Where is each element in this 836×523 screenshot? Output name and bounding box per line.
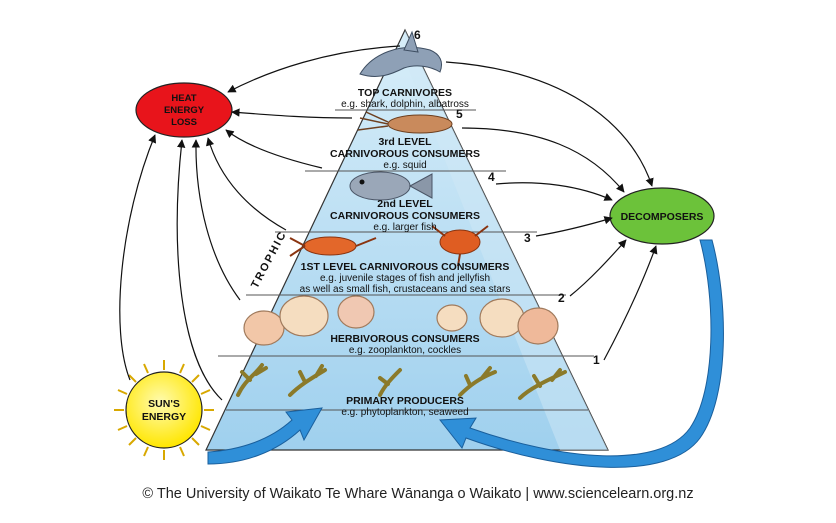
svg-text:e.g. squid: e.g. squid — [383, 160, 426, 171]
level-5-label: 3rd LEVEL CARNIVOROUS CONSUMERS e.g. squ… — [330, 136, 480, 171]
level-number-1: 1 — [593, 353, 600, 367]
svg-text:ENERGY: ENERGY — [142, 411, 186, 423]
svg-text:ENERGY: ENERGY — [164, 105, 205, 116]
level-example: e.g. shark, dolphin, albatross — [341, 99, 469, 110]
level-1-label: PRIMARY PRODUCERS e.g. phytoplankton, se… — [341, 395, 468, 418]
dolphin-illustration — [359, 30, 443, 77]
svg-text:2nd LEVEL: 2nd LEVEL — [377, 198, 433, 210]
cockle-shells-illustration — [243, 295, 559, 346]
level-number-2: 2 — [558, 291, 565, 305]
svg-text:PRIMARY PRODUCERS: PRIMARY PRODUCERS — [346, 395, 464, 407]
level-number-3: 3 — [524, 231, 531, 245]
svg-text:SUN'S: SUN'S — [148, 398, 180, 410]
energy-return-arrows — [207, 239, 724, 468]
level-number-5: 5 — [456, 107, 463, 121]
svg-text:CARNIVOROUS CONSUMERS: CARNIVOROUS CONSUMERS — [330, 210, 480, 222]
decomposers: DECOMPOSERS — [609, 187, 715, 245]
crustacean-illustration — [289, 225, 489, 267]
svg-text:3rd LEVEL: 3rd LEVEL — [378, 136, 432, 148]
pyramid — [205, 28, 609, 451]
svg-text:as well as small fish, crustac: as well as small fish, crustaceans and s… — [300, 284, 511, 295]
level-number-4: 4 — [488, 170, 495, 184]
level-2-label: HERBIVOROUS CONSUMERS e.g. zooplankton, … — [330, 333, 479, 356]
svg-text:e.g. juvenile stages of fish a: e.g. juvenile stages of fish and jellyfi… — [320, 273, 490, 284]
level-3-label: 1ST LEVEL CARNIVOROUS CONSUMERS e.g. juv… — [300, 261, 511, 295]
copyright-credit: © The University of Waikato Te Whare Wān… — [142, 486, 694, 502]
svg-text:HERBIVOROUS CONSUMERS: HERBIVOROUS CONSUMERS — [330, 333, 479, 345]
fish-illustration — [349, 171, 433, 201]
svg-text:e.g. zooplankton, cockles: e.g. zooplankton, cockles — [349, 345, 461, 356]
svg-text:1ST LEVEL CARNIVOROUS CONSUMER: 1ST LEVEL CARNIVOROUS CONSUMERS — [301, 261, 510, 273]
seaweed-illustration — [236, 363, 567, 400]
level-6-label: TOP CARNIVORES e.g. shark, dolphin, alba… — [341, 87, 469, 110]
level-4-label: 2nd LEVEL CARNIVOROUS CONSUMERS e.g. lar… — [330, 198, 480, 233]
svg-text:e.g. larger fish: e.g. larger fish — [373, 222, 436, 233]
svg-text:CARNIVOROUS CONSUMERS: CARNIVOROUS CONSUMERS — [330, 148, 480, 160]
trophic-label: TROPHIC — [249, 229, 289, 291]
svg-text:DECOMPOSERS: DECOMPOSERS — [621, 211, 704, 223]
level-number-6: 6 — [414, 28, 421, 42]
level-title: TOP CARNIVORES — [358, 87, 452, 99]
svg-text:e.g. phytoplankton, seaweed: e.g. phytoplankton, seaweed — [341, 407, 468, 418]
heat-loss-arrows — [119, 45, 401, 401]
decomposer-arrows — [445, 61, 658, 361]
svg-text:LOSS: LOSS — [171, 117, 197, 128]
sun: SUN'S ENERGY — [114, 360, 214, 460]
heat-energy-loss: HEAT ENERGY LOSS — [135, 82, 233, 138]
svg-text:HEAT: HEAT — [171, 93, 196, 104]
squid-illustration — [357, 111, 453, 134]
